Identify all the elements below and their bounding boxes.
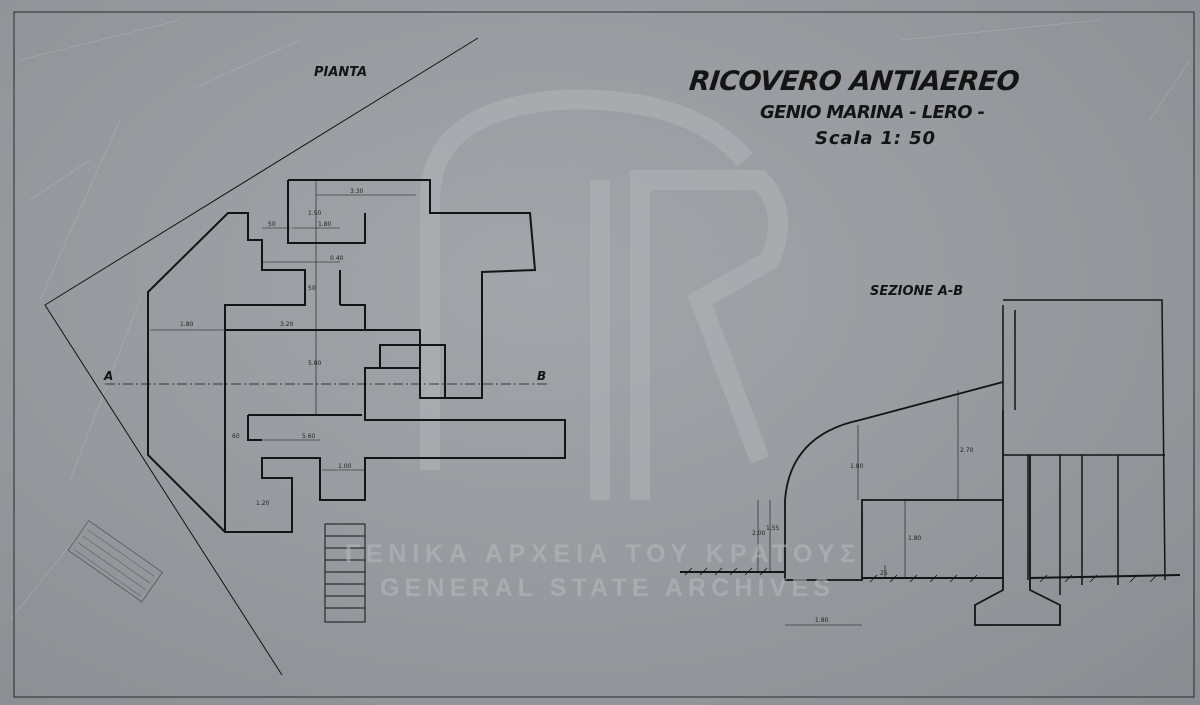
section-view: SEZIONE A-B 2.70 1.80 2.00 1.55 1.80 25 … bbox=[680, 284, 1181, 626]
dim-label: 3.30 bbox=[350, 188, 364, 195]
ground-hatch bbox=[684, 567, 1158, 583]
ground-line bbox=[680, 571, 1181, 579]
dim-label: 1.50 bbox=[308, 210, 322, 217]
dim-label: 50 bbox=[308, 285, 316, 292]
section-label: SEZIONE A-B bbox=[870, 284, 963, 299]
site-boundary bbox=[44, 37, 479, 676]
dim-label: 1.80 bbox=[815, 617, 829, 624]
drawing-frame bbox=[13, 11, 1195, 698]
archive-stamp bbox=[67, 520, 163, 603]
section-marker-a: A bbox=[103, 369, 113, 383]
dim-label: 1.20 bbox=[256, 500, 270, 507]
dim-label: 1.80 bbox=[318, 221, 332, 228]
drawing-scale: Scala 1: 50 bbox=[815, 128, 935, 149]
dim-label: 1.00 bbox=[338, 463, 352, 470]
section-dimension-lines bbox=[757, 390, 959, 626]
dim-label: 0.40 bbox=[330, 255, 344, 262]
dim-label: 25 bbox=[880, 570, 888, 577]
dim-label: 2.70 bbox=[960, 447, 974, 454]
watermark-greek: ΓΕΝΙΚΑ ΑΡΧΕΙΑ ΤΟΥ ΚΡΑΤΟΥΣ bbox=[345, 540, 855, 568]
drawing-title: RICOVERO ANTIAEREO bbox=[688, 66, 1021, 97]
shelter-outline bbox=[147, 179, 566, 533]
existing-building bbox=[1002, 299, 1166, 595]
dim-label: 3.20 bbox=[280, 321, 294, 328]
dim-label: 1.80 bbox=[180, 321, 194, 328]
dim-label: 60 bbox=[232, 433, 240, 440]
title-block: RICOVERO ANTIAEREO GENIO MARINA - LERO -… bbox=[688, 66, 1021, 149]
dim-label: 1.80 bbox=[850, 463, 864, 470]
section-marker-b: B bbox=[537, 369, 546, 383]
drawing-subtitle: GENIO MARINA - LERO - bbox=[760, 102, 985, 123]
dim-label: 2.00 bbox=[752, 530, 766, 537]
plan-view: PIANTA A B 3.30 1.50 1.80 50 0.40 1.80 3… bbox=[44, 37, 566, 676]
shelter-vault bbox=[784, 381, 1004, 581]
shelter-inner-walls bbox=[225, 180, 445, 441]
dim-label: 1.55 bbox=[766, 525, 780, 532]
plan-dimension-lines bbox=[150, 180, 416, 471]
dim-label: 1.80 bbox=[908, 535, 922, 542]
archive-emblem-watermark bbox=[420, 89, 788, 500]
paper-scratches bbox=[9, 19, 1191, 621]
dim-label: 50 bbox=[268, 221, 276, 228]
wall-foundation bbox=[974, 410, 1061, 626]
dim-label: 5.60 bbox=[302, 433, 316, 440]
stairs bbox=[324, 523, 366, 623]
plan-label: PIANTA bbox=[314, 65, 367, 80]
dim-label: 5.80 bbox=[308, 360, 322, 367]
watermark-english: GENERAL STATE ARCHIVES bbox=[380, 574, 830, 602]
